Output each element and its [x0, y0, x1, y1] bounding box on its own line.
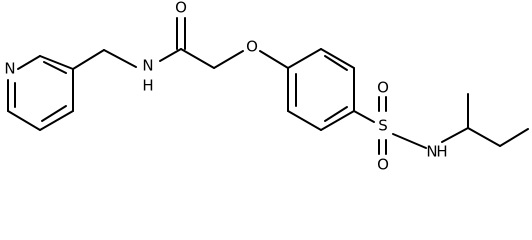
bond-benzene-4: [320, 110, 355, 131]
bond-pyridine-c2-c3: [39, 55, 74, 70]
bond-benzene-1: [287, 48, 322, 69]
bond-sulfur-to-nh: [392, 133, 427, 149]
sulfonamide-hydrogen-label: H: [436, 143, 447, 161]
bond-pyridine-c4-c5: [39, 110, 74, 131]
amide-hydrogen-label: H: [142, 77, 153, 95]
bond-pyridine-n-c2: [17, 55, 41, 70]
bond-methylene-to-amide-n: [103, 49, 137, 68]
atom-labels: N N H O O S O O N H: [4, 0, 447, 172]
sulfonyl-oxygen-top-label: O: [377, 79, 389, 97]
bond-benzene-inner-2: [324, 106, 348, 122]
pyridine-nitrogen-label: N: [4, 60, 15, 78]
chemical-structure-diagram: N N H O O S O O N H: [4, 0, 529, 172]
bond-ch2-to-ch3: [499, 128, 529, 147]
ether-oxygen-label: O: [246, 38, 258, 56]
bond-ch2-to-ether-o: [213, 50, 244, 69]
bond-nh-to-ch: [441, 127, 469, 143]
amide-nitrogen-label: N: [142, 57, 153, 75]
sulfonyl-oxygen-bottom-label: O: [377, 156, 389, 173]
bond-pyridine-inner-2: [41, 105, 67, 122]
bond-pyridine-to-methylene: [72, 49, 105, 70]
bond-ether-o-to-aryl: [259, 50, 289, 69]
bonds: [7, 17, 529, 155]
bond-pyridine-inner-1: [43, 61, 67, 74]
bond-amide-n-to-carbonyl-c: [159, 48, 182, 62]
bond-ch-to-ch2: [467, 127, 501, 147]
bond-benzene-5: [287, 110, 322, 131]
bond-benzene-inner-1: [324, 55, 348, 71]
carbonyl-oxygen-label: O: [175, 0, 187, 17]
bond-aryl-to-sulfur: [353, 110, 375, 123]
bond-benzene-2: [320, 48, 355, 69]
sulfur-label: S: [378, 117, 388, 135]
bond-carbonyl-c-to-ch2: [180, 48, 215, 69]
bond-pyridine-c5-c6: [7, 110, 41, 131]
sulfonamide-nitrogen-label: N: [426, 143, 437, 161]
